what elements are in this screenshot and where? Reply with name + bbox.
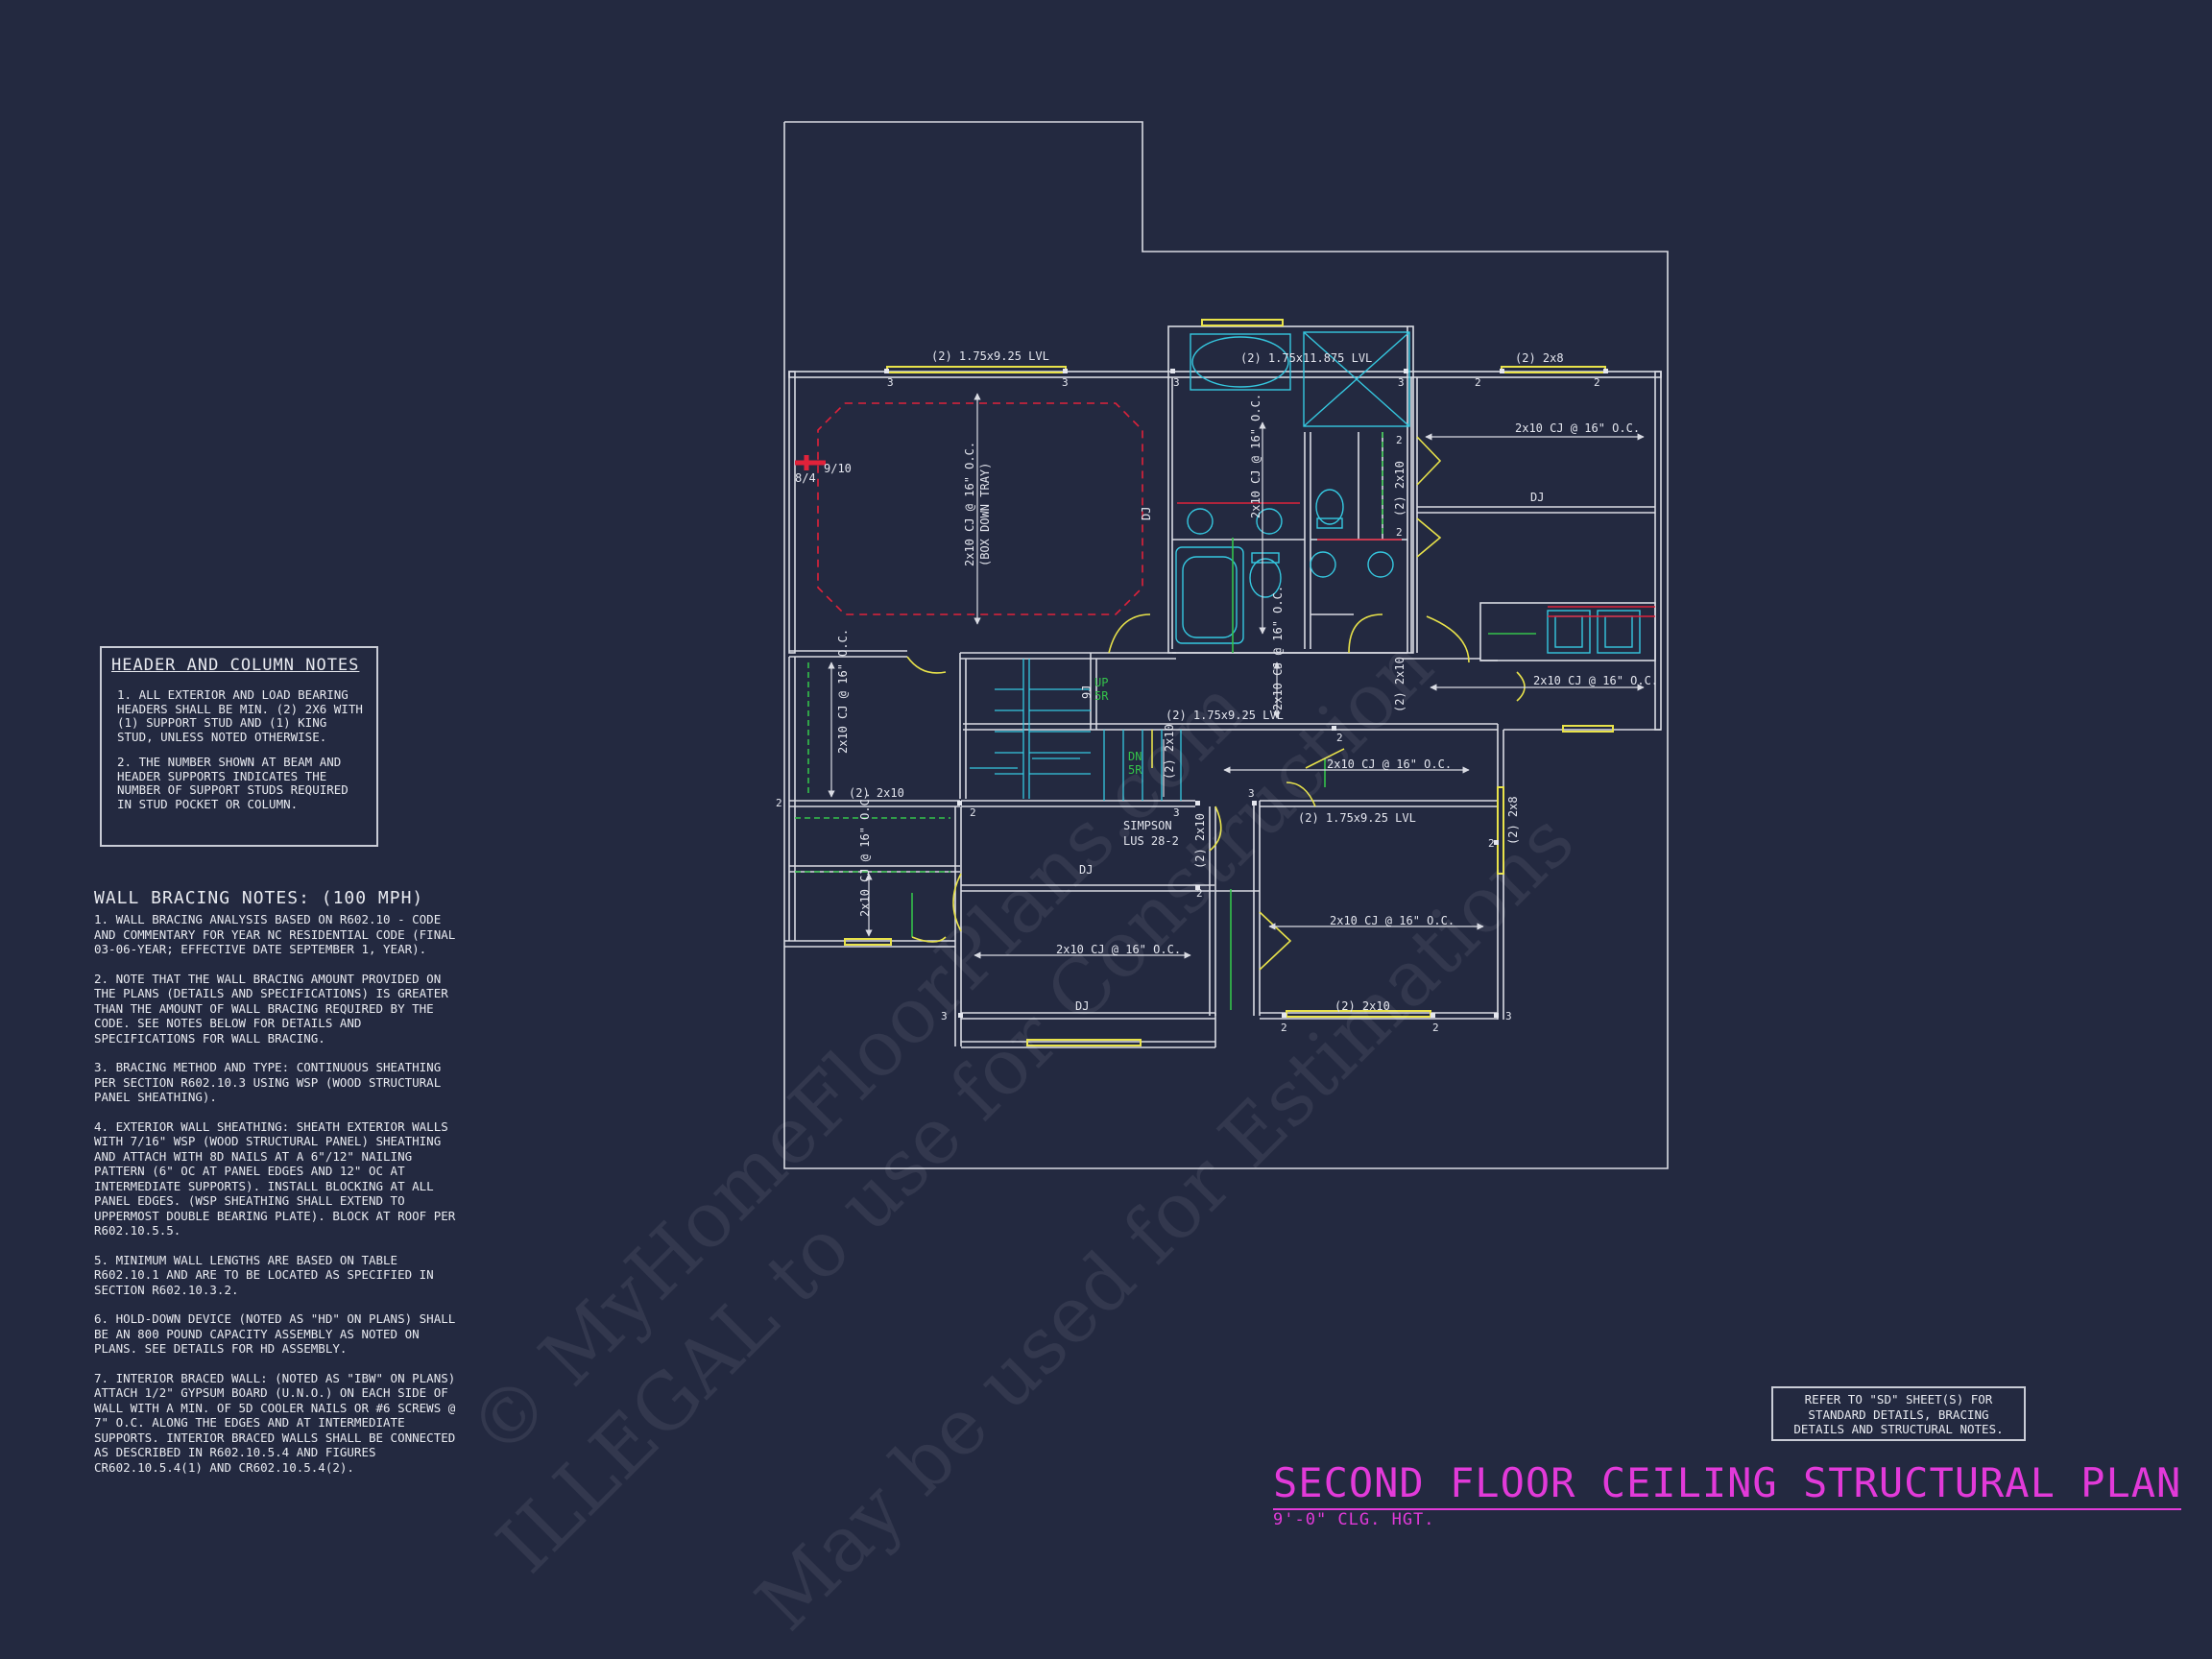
label-dj-right: DJ	[1530, 491, 1544, 504]
wall-bracing-title: WALL BRACING NOTES: (100 MPH)	[94, 888, 424, 908]
plan-labels: (2) 1.75x9.25 LVL (2) 1.75x11.875 LVL (2…	[795, 349, 1658, 1013]
header-note-item: 2. THE NUMBER SHOWN AT BEAM AND HEADER S…	[117, 755, 349, 811]
door-swings	[906, 436, 1526, 971]
dimension-lines	[828, 393, 1645, 959]
label-dj-bottom: DJ	[1075, 999, 1089, 1013]
header-column-notes: HEADER AND COLUMN NOTES 1. ALL EXTERIOR …	[100, 646, 378, 847]
wall-bracing-item: 6. HOLD-DOWN DEVICE (NOTED AS "HD" ON PL…	[94, 1311, 456, 1356]
stud-count: 3	[1062, 376, 1069, 389]
stud-count: 3	[1505, 1010, 1512, 1022]
label-dn: DN	[1128, 750, 1142, 763]
plan-subtitle: 9'-0" CLG. HGT.	[1273, 1510, 1435, 1529]
label-lvl-hall: (2) 1.75x9.25 LVL	[1298, 811, 1416, 825]
stud-count: 2	[1396, 434, 1403, 446]
stud-count: 2	[1196, 887, 1203, 900]
wall-bracing-item: 4. EXTERIOR WALL SHEATHING: SHEATH EXTER…	[94, 1118, 456, 1238]
plan-title: SECOND FLOOR CEILING STRUCTURAL PLAN	[1273, 1459, 2182, 1510]
label-hdr-2x10-b: (2) 2x10	[1393, 657, 1407, 712]
reference-line: REFER TO "SD" SHEET(S) FOR	[1804, 1392, 1993, 1407]
label-dj-vertical: DJ	[1140, 507, 1153, 520]
wall-bracing-item: 5. MINIMUM WALL LENGTHS ARE BASED ON TAB…	[94, 1252, 434, 1297]
stud-count: 2	[1432, 1022, 1439, 1034]
label-pitch-a: 9/10	[824, 462, 852, 475]
stud-count: 2	[1336, 732, 1343, 744]
label-dj-hall: DJ	[1079, 863, 1093, 877]
label-hdr-2x10-a: (2) 2x10	[1393, 461, 1407, 517]
support-stud-numbers: 3 3 3 3 2 2 2 2 2 2 2 3 3 2 2 3 2 2 3	[776, 376, 1600, 1034]
label-riser-up: 5R	[1094, 689, 1109, 703]
stair	[970, 659, 1182, 801]
stud-count: 2	[776, 797, 782, 809]
stud-count: 2	[1281, 1022, 1287, 1034]
label-cj-w1: 2x10 CJ @ 16" O.C.	[1271, 586, 1285, 710]
label-cj-hall: 2x10 CJ @ 16" O.C.	[1327, 757, 1452, 771]
label-hdr-2x10-e: (2) 2x10	[1193, 813, 1207, 869]
label-stair-9j: 9J	[1080, 685, 1094, 699]
label-up: UP	[1094, 676, 1108, 689]
label-cj-right-upper: 2x10 CJ @ 16" O.C.	[1515, 421, 1640, 435]
label-cj-bed-sw: 2x10 CJ @ 16" O.C.	[858, 792, 872, 917]
label-cj-right-lower: 2x10 CJ @ 16" O.C.	[1533, 674, 1658, 687]
wall-bracing-notes: WALL BRACING NOTES: (100 MPH) 1. WALL BR…	[94, 888, 459, 1489]
label-lvl-top-left: (2) 1.75x9.25 LVL	[931, 349, 1049, 363]
bath-fixtures	[1175, 331, 1641, 654]
label-cj-master-note: (BOX DOWN TRAY)	[978, 463, 992, 566]
label-lus: LUS 28-2	[1123, 834, 1179, 848]
stud-count: 2	[970, 806, 976, 819]
reference-note: REFER TO "SD" SHEET(S) FOR STANDARD DETA…	[1771, 1386, 2026, 1441]
stud-count: 3	[1398, 376, 1405, 389]
wall-bracing-item: 2. NOTE THAT THE WALL BRACING AMOUNT PRO…	[94, 971, 448, 1046]
header-note-item: 1. ALL EXTERIOR AND LOAD BEARING HEADERS…	[117, 687, 363, 744]
stud-count: 2	[1488, 837, 1495, 850]
red-details	[795, 455, 1655, 617]
label-hdr-2x8-b: (2) 2x8	[1506, 796, 1520, 845]
reference-line: STANDARD DETAILS, BRACING	[1808, 1407, 1989, 1422]
stud-count: 3	[941, 1010, 948, 1022]
label-hdr-top-right: (2) 2x8	[1515, 351, 1564, 365]
label-hdr-2x10-f: (2) 2x10	[1334, 999, 1390, 1013]
stud-count: 2	[1475, 376, 1481, 389]
label-cj-master: 2x10 CJ @ 16" O.C.	[963, 442, 976, 566]
posts	[884, 369, 1608, 1018]
label-cj-bath: 2x10 CJ @ 16" O.C.	[1249, 394, 1262, 518]
label-lvl-top-mid: (2) 1.75x11.875 LVL	[1240, 351, 1372, 365]
stud-count: 2	[1594, 376, 1600, 389]
label-simpson: SIMPSON	[1123, 819, 1172, 832]
label-lvl-mid: (2) 1.75x9.25 LVL	[1166, 709, 1284, 722]
stud-count: 2	[1396, 526, 1403, 539]
label-cj-bed-se: 2x10 CJ @ 16" O.C.	[1330, 914, 1455, 927]
tray-ceiling	[817, 402, 1143, 615]
label-hdr-2x10-d: (2) 2x10	[1163, 724, 1176, 780]
stud-count: 3	[1248, 787, 1255, 800]
label-hdr-2x10-c: (2) 2x10	[849, 786, 904, 800]
label-cj-bed-nw: 2x10 CJ @ 16" O.C.	[836, 629, 850, 754]
wall-bracing-item: 1. WALL BRACING ANALYSIS BASED ON R602.1…	[94, 912, 456, 956]
stud-count: 3	[887, 376, 894, 389]
label-pitch-b: 8/4	[795, 471, 816, 485]
label-cj-bed-s: 2x10 CJ @ 16" O.C.	[1056, 943, 1181, 956]
label-riser-dn: 5R	[1128, 763, 1142, 777]
wall-bracing-item: 3. BRACING METHOD AND TYPE: CONTINUOUS S…	[94, 1060, 442, 1104]
reference-line: DETAILS AND STRUCTURAL NOTES.	[1793, 1422, 2004, 1436]
walls	[784, 325, 1662, 1048]
stud-count: 3	[1173, 376, 1180, 389]
wall-bracing-item: 7. INTERIOR BRACED WALL: (NOTED AS "IBW"…	[94, 1370, 456, 1475]
building-outline	[783, 121, 1669, 1169]
header-notes-title: HEADER AND COLUMN NOTES	[111, 656, 360, 675]
stud-count: 3	[1173, 806, 1180, 819]
